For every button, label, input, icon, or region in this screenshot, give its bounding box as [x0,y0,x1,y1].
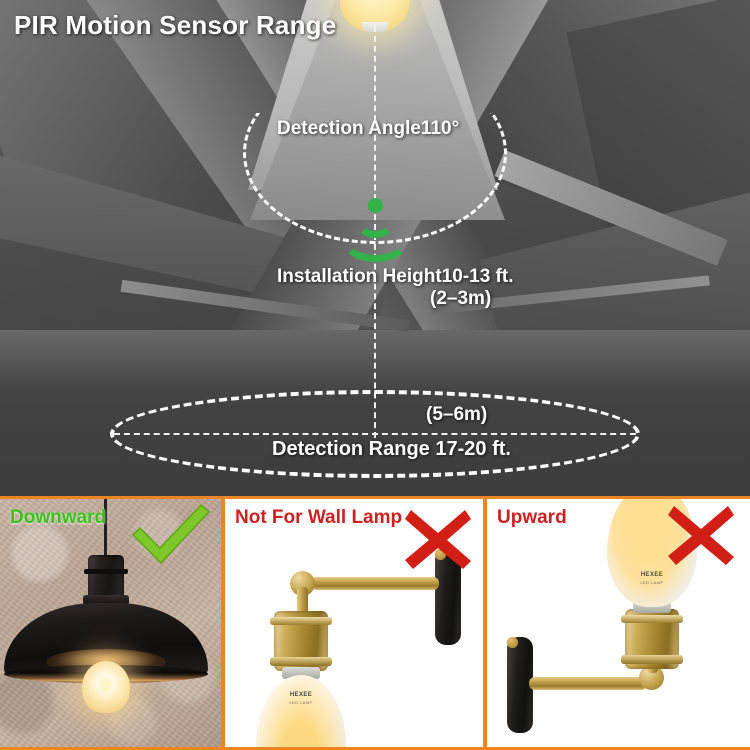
led-bulb-down: HEXEE LED LAMP [256,675,346,747]
green-check-icon [132,504,211,565]
panel-downward: Downward [0,496,223,750]
page-title: PIR Motion Sensor Range [14,10,337,40]
pendant-filament [100,677,111,694]
panel-label-downward: Downward [10,507,107,528]
sconce-wall-plate-3 [507,637,533,733]
dashed-range-ellipse [110,390,640,478]
detection-range-metric-label: (5–6m) [426,404,488,425]
bulb-brand-text-3: HEXEE [640,572,664,578]
sconce-socket-3 [621,609,683,669]
bulb-brand-3: HEXEE LED LAMP [641,571,664,585]
detection-angle-label: Detection Angle110° [277,118,460,139]
mounting-orientation-panels: Downward HEXEE LED LAMP Not For Wall Lam… [0,496,750,750]
bulb-brand-text-2: HEXEE [289,692,313,698]
pendant-socket [83,555,129,609]
pendant-cord [104,499,107,561]
sensor-range-scene: PIR Motion Sensor Range Detection Angle1… [0,0,750,496]
bulb-warm-glow-2 [256,675,346,747]
bulb-brand-sub-2: LED LAMP [289,699,313,705]
sconce-arm-3 [529,677,647,690]
red-x-icon-2 [405,510,471,569]
range-diameter-line [114,433,636,435]
installation-height-metric-label: (2–3m) [430,288,492,309]
red-x-icon-3 [668,506,734,565]
bulb-brand-2: HEXEE LED LAMP [290,691,313,705]
sconce-stem-2 [297,587,308,619]
sconce-arm-2 [311,577,439,590]
motion-sensor-waves-icon [338,198,413,262]
panel-upward: HEXEE LED LAMP Upward [485,496,750,750]
sconce-socket-2 [270,611,332,671]
detection-range-label: Detection Range 17-20 ft. [272,438,511,460]
installation-height-label: Installation Height10-13 ft. [277,266,514,287]
sensor-wave-outer [340,214,411,262]
panel-label-upward: Upward [497,507,567,528]
panel-not-for-wall-lamp: HEXEE LED LAMP Not For Wall Lamp [223,496,485,750]
bulb-brand-sub-3: LED LAMP [640,579,664,585]
sconce-wall-plate-2 [435,549,461,645]
panel-label-not-for-wall-lamp: Not For Wall Lamp [235,507,403,528]
